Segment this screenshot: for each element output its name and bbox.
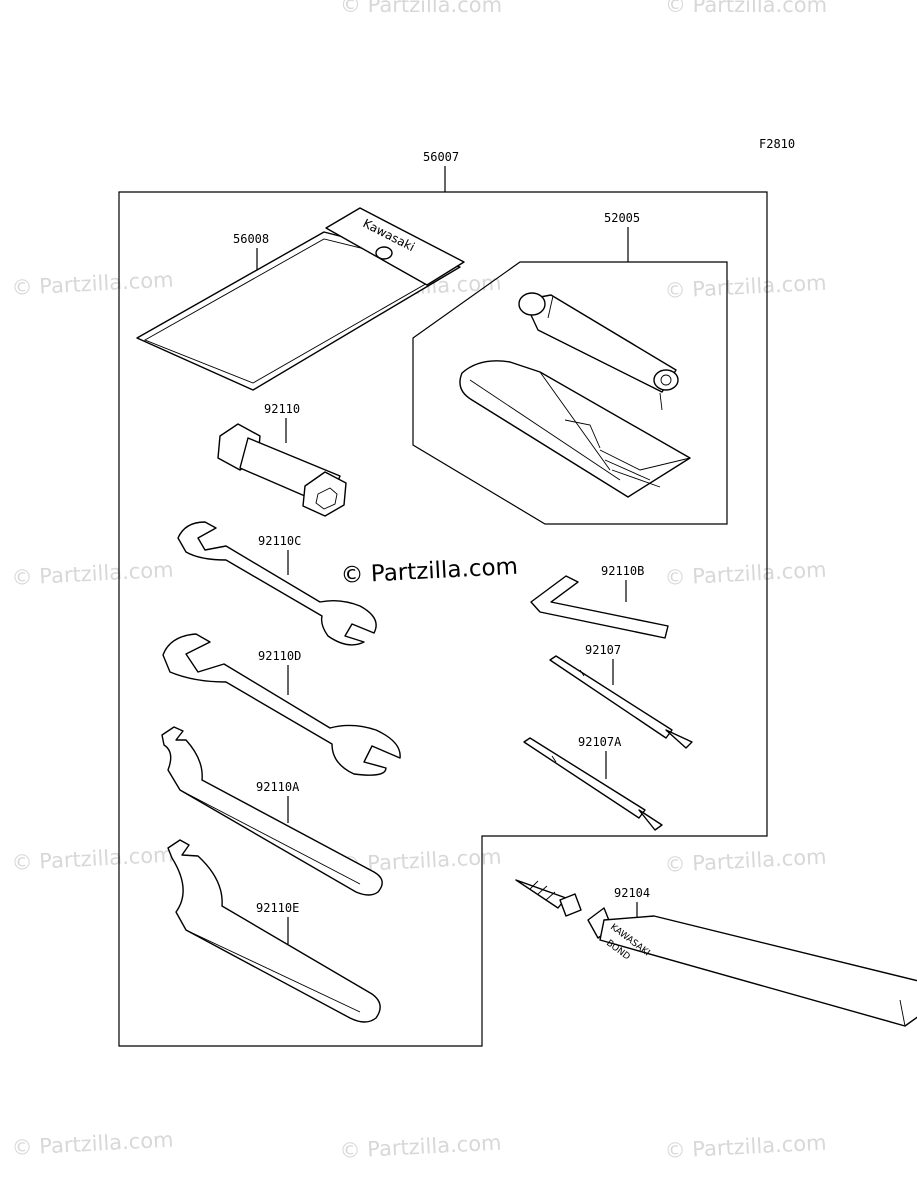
hook-wrench-92110E[interactable]: 92110E	[167, 839, 381, 1023]
plug-wrench-92110[interactable]: 92110	[217, 402, 347, 517]
kit-outline: 56007	[118, 150, 768, 1047]
hex-key-92110B[interactable]: 92110B	[530, 564, 669, 639]
kit-52005[interactable]: 52005	[412, 211, 728, 525]
label-56007[interactable]: 56007	[423, 150, 459, 164]
watermark: © Partzilla.com	[11, 558, 174, 590]
label-92110E[interactable]: 92110E	[256, 901, 299, 915]
label-92110A[interactable]: 92110A	[256, 780, 300, 794]
watermark: © Partzilla.com	[11, 1128, 174, 1160]
bond-92104[interactable]: 92104 KAWASAKI BOND	[515, 879, 917, 1027]
screwdriver-92107[interactable]: 92107	[549, 643, 693, 749]
screwdriver-92107A[interactable]: 92107A	[523, 735, 663, 831]
watermark: © Partzilla.com	[340, 0, 502, 17]
watermark: © Partzilla.com	[664, 558, 827, 590]
label-92110[interactable]: 92110	[264, 402, 300, 416]
wrench-92110C[interactable]: 92110C	[177, 521, 377, 646]
watermark: © Partzilla.com	[11, 843, 174, 875]
wrench-92110D[interactable]: 92110D	[162, 633, 401, 776]
label-92107[interactable]: 92107	[585, 643, 621, 657]
tommy-bar	[518, 292, 679, 411]
pouch-56008[interactable]: 56008 Kawasaki	[136, 207, 465, 391]
figure-code: F2810	[759, 137, 795, 151]
label-92104[interactable]: 92104	[614, 886, 650, 900]
watermark: © Partzilla.com	[664, 845, 827, 877]
label-92107A[interactable]: 92107A	[578, 735, 622, 749]
hook-wrench-92110A[interactable]: 92110A	[161, 726, 383, 896]
watermark: © Partzilla.com	[664, 271, 827, 303]
label-56008[interactable]: 56008	[233, 232, 269, 246]
watermark: © Partzilla.com	[664, 1131, 827, 1163]
label-52005[interactable]: 52005	[604, 211, 640, 225]
label-92110C[interactable]: 92110C	[258, 534, 301, 548]
watermark: © Partzilla.com	[339, 1131, 502, 1163]
watermark: © Partzilla.com	[665, 0, 827, 17]
label-92110B[interactable]: 92110B	[601, 564, 644, 578]
label-92110D[interactable]: 92110D	[258, 649, 301, 663]
watermark-main: © Partzilla.com	[340, 554, 519, 589]
watermark: © Partzilla.com	[11, 268, 174, 300]
tool-bag	[459, 360, 691, 498]
